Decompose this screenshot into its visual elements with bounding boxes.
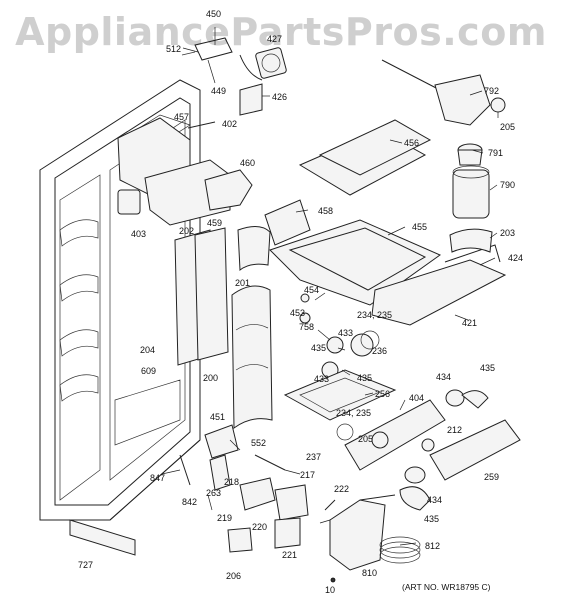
callout-206: 206 [226, 571, 242, 581]
callout-201: 201 [235, 278, 251, 288]
callout-212: 212 [447, 425, 463, 435]
callout-435a: 435 [311, 343, 327, 353]
callout-433a: 433 [338, 328, 354, 338]
callout-758: 758 [299, 322, 315, 332]
callout-810: 810 [362, 568, 378, 578]
callout-402: 402 [222, 119, 238, 129]
callout-426: 426 [272, 92, 288, 102]
water-tube-assembly [329, 494, 421, 583]
callout-204: 204 [140, 345, 156, 355]
callout-609: 609 [141, 366, 157, 376]
lamp-parts [283, 293, 397, 421]
callout-236: 236 [372, 346, 388, 356]
callout-791: 791 [488, 148, 504, 158]
callout-427: 427 [267, 34, 283, 44]
callout-421: 421 [462, 318, 478, 328]
callout-221: 221 [282, 550, 298, 560]
callout-237: 237 [306, 452, 322, 462]
callout-434a: 434 [436, 372, 452, 382]
callout-435d: 435 [424, 514, 440, 524]
callout-453: 453 [290, 308, 306, 318]
callout-847: 847 [150, 473, 166, 483]
callout-456: 456 [404, 138, 420, 148]
callout-812: 812 [425, 541, 441, 551]
leader-lines [161, 27, 499, 546]
callout-219: 219 [217, 513, 233, 523]
callout-512: 512 [166, 44, 182, 54]
callout-234b: 234, 235 [336, 408, 372, 418]
dispenser-parts [237, 119, 507, 326]
callout-222: 222 [334, 484, 350, 494]
callout-256: 256 [375, 389, 391, 399]
actuator-parts [69, 424, 336, 556]
callout-449: 449 [211, 86, 227, 96]
callout-434b: 434 [427, 495, 443, 505]
callout-205a: 205 [500, 122, 516, 132]
callout-458: 458 [318, 206, 334, 216]
callout-460: 460 [240, 158, 256, 168]
callout-403: 403 [131, 229, 147, 239]
callout-727: 727 [78, 560, 94, 570]
callout-205b: 205 [358, 434, 374, 444]
filter-parts [381, 59, 506, 253]
callout-433b: 433 [314, 374, 330, 384]
callout-451: 451 [210, 412, 226, 422]
callout-234a: 234, 235 [357, 310, 393, 320]
callout-552: 552 [251, 438, 267, 448]
cabinet-liner [39, 79, 201, 521]
callout-459: 459 [207, 218, 223, 228]
callout-790: 790 [500, 180, 516, 190]
callout-454: 454 [304, 285, 320, 295]
callout-10: 10 [325, 585, 336, 595]
shelf-panels [174, 227, 273, 429]
callout-450: 450 [206, 9, 222, 19]
callout-457: 457 [174, 112, 190, 122]
callout-424: 424 [508, 253, 524, 263]
callout-404: 404 [409, 393, 425, 403]
dispenser-housing [336, 389, 521, 511]
duct-parts [117, 117, 253, 226]
callout-220: 220 [252, 522, 268, 532]
callout-435b: 435 [357, 373, 373, 383]
callout-263: 263 [206, 488, 222, 498]
callout-218: 218 [224, 477, 240, 487]
fan-assembly [181, 37, 287, 116]
art-number: (ART NO. WR18795 C) [402, 582, 491, 592]
callout-217: 217 [300, 470, 316, 480]
callout-203: 203 [500, 228, 516, 238]
callout-200: 200 [203, 373, 219, 383]
callout-202: 202 [179, 226, 195, 236]
callout-455: 455 [412, 222, 428, 232]
callout-842: 842 [182, 497, 198, 507]
callout-259: 259 [484, 472, 500, 482]
callout-792: 792 [484, 86, 500, 96]
callout-435c: 435 [480, 363, 496, 373]
